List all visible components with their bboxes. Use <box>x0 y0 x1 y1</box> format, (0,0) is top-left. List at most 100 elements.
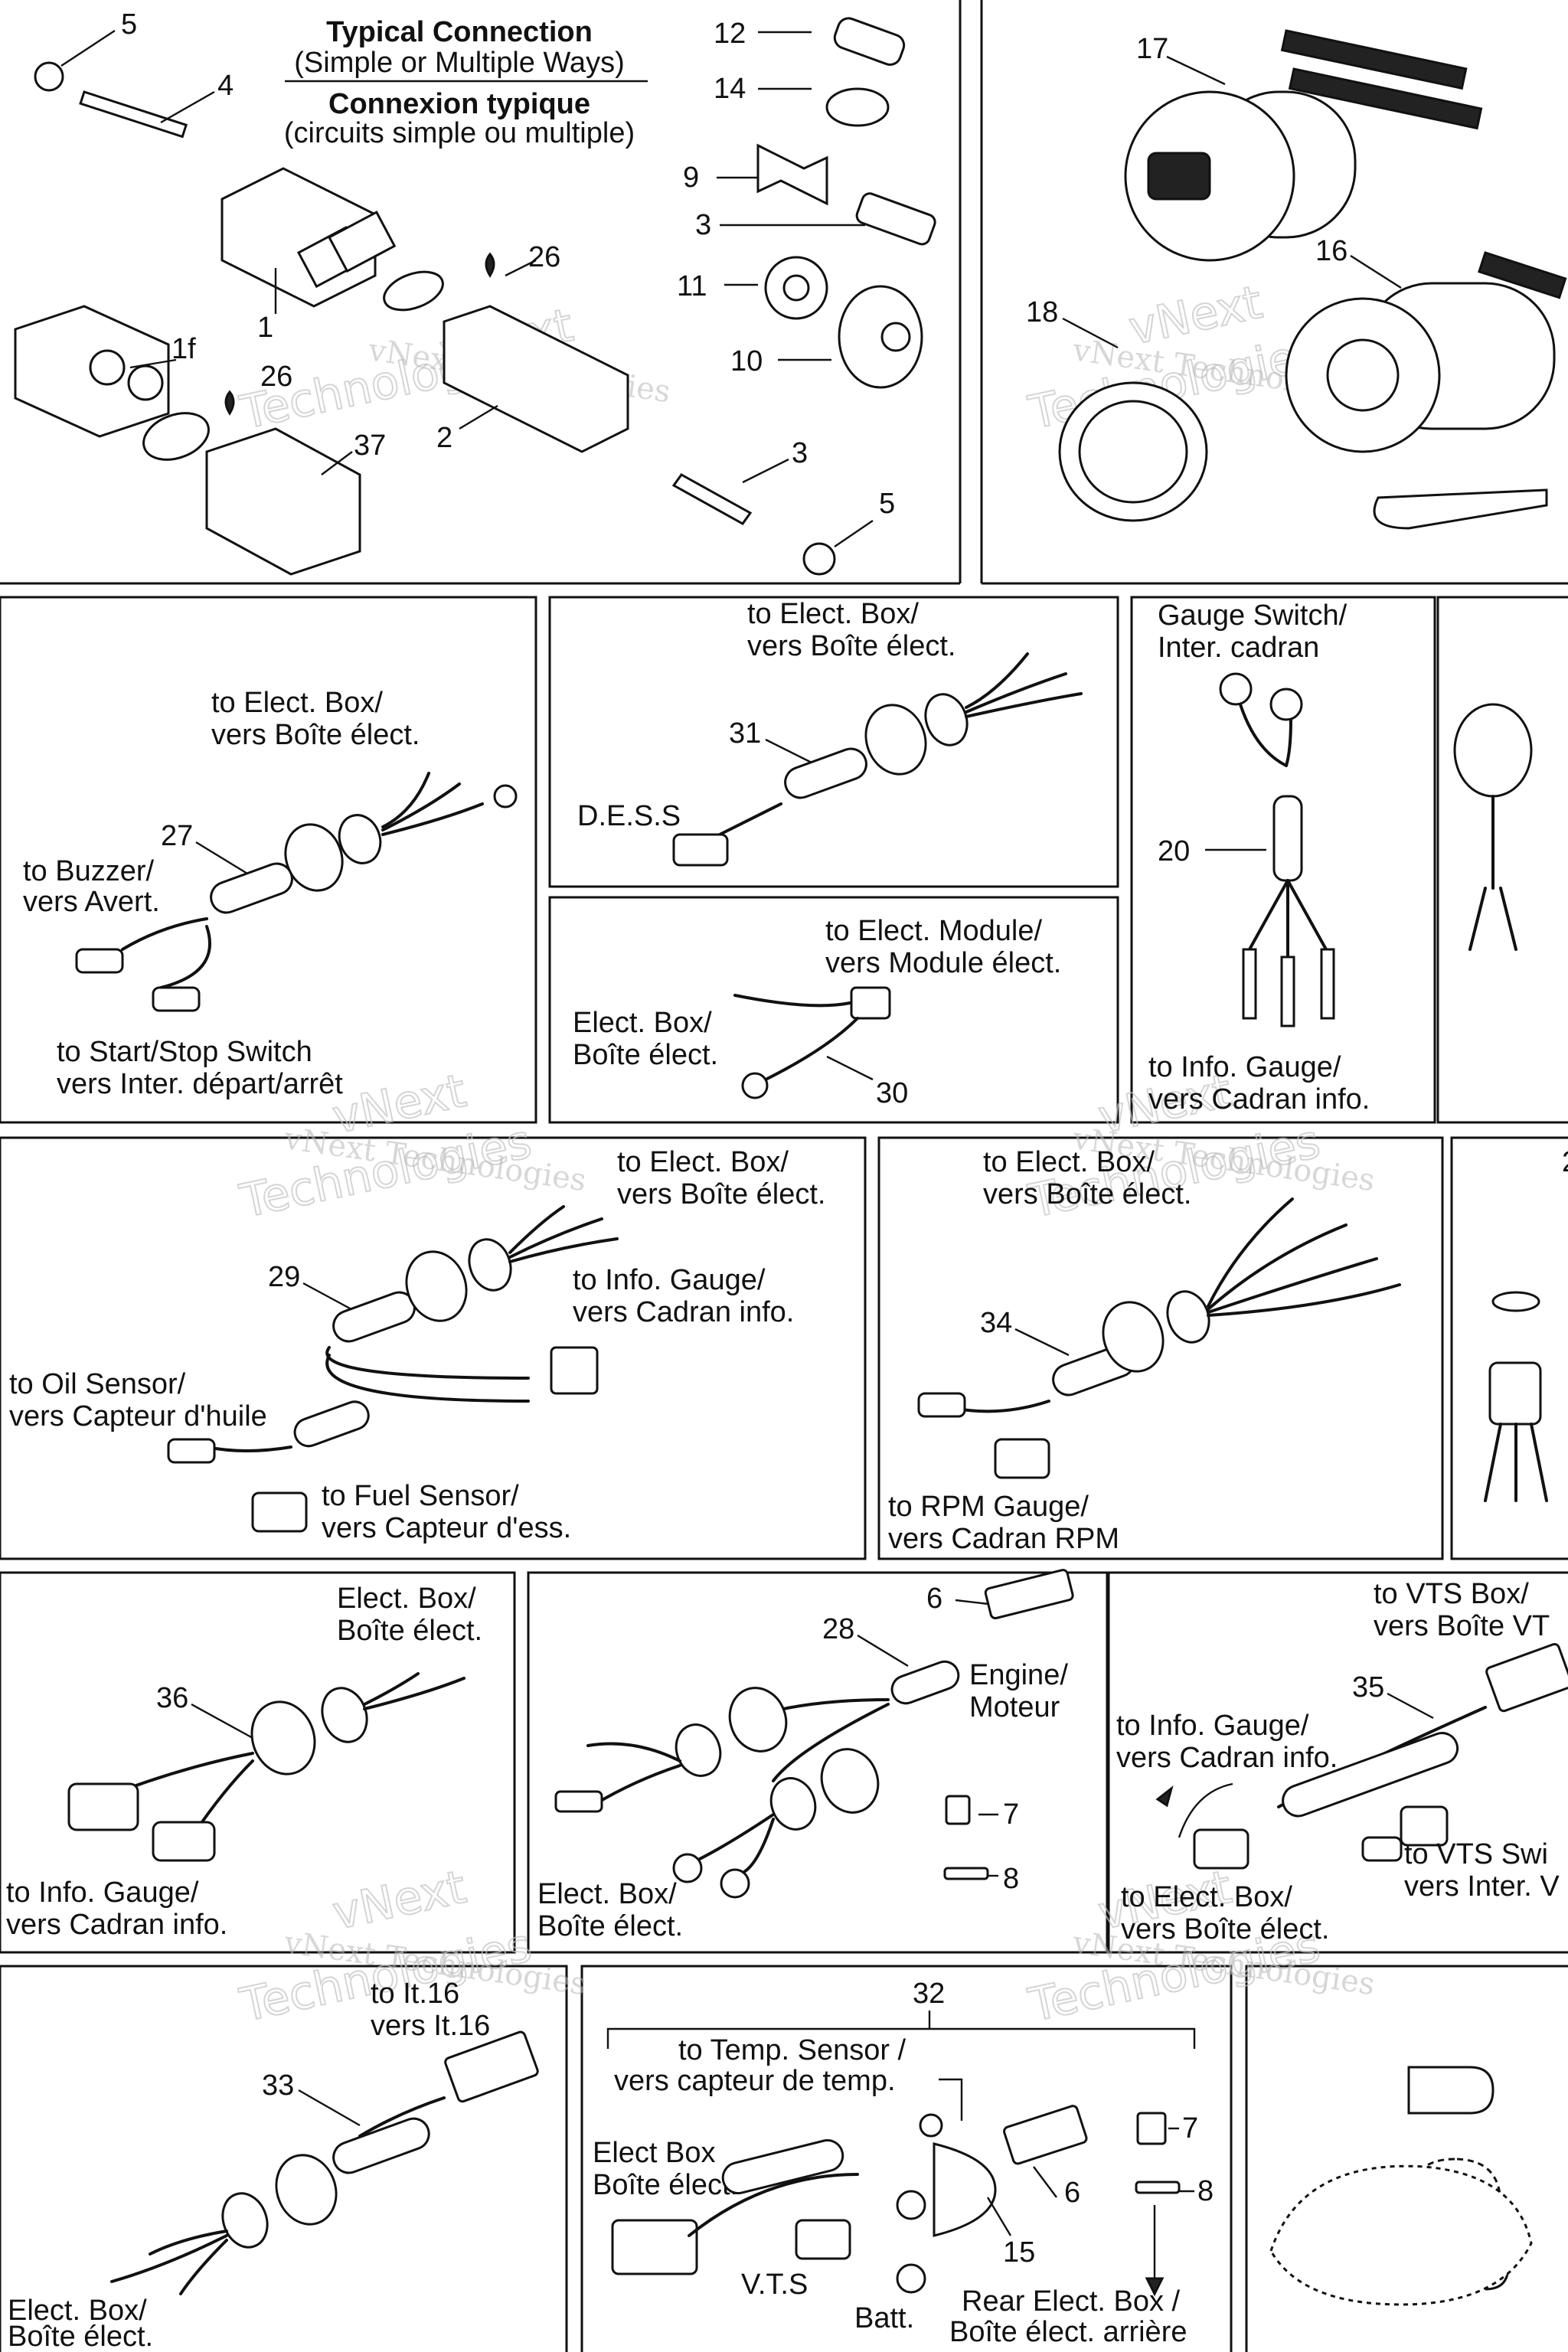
label-32-temp-en: to Temp. Sensor / <box>678 2034 906 2066</box>
callout-12: 12 <box>714 18 746 50</box>
label-29-info-fr: vers Cadran info. <box>573 1296 794 1328</box>
label-28-box-en: Elect. Box/ <box>537 1878 677 1910</box>
callout-4: 4 <box>217 70 234 102</box>
callout-17: 17 <box>1136 33 1168 65</box>
label-29-oil-en: to Oil Sensor/ <box>9 1368 186 1400</box>
callout-37: 37 <box>354 430 386 462</box>
label-35-vts-en: to VTS Box/ <box>1374 1578 1529 1610</box>
label-33-box-en: Elect. Box/ <box>8 2295 147 2327</box>
label-32-batt: Batt. <box>854 2302 914 2334</box>
label-32-vts: V.T.S <box>741 2269 808 2301</box>
label-27-switch-fr: vers Inter. départ/arrêt <box>57 1068 343 1100</box>
harness-27-panel: to Elect. Box/ vers Boîte élect. 27 to B… <box>23 687 518 1100</box>
label-36-box-en: Elect. Box/ <box>337 1583 476 1615</box>
seal-part <box>34 61 64 92</box>
gauge-panel: 17 16 18 <box>1026 29 1567 530</box>
harness-28-panel: 6 28 Engine/ Moteur 7 8 Elect. Box/ Boît… <box>537 1569 1074 1942</box>
harness-34-panel: to Elect. Box/ vers Boîte élect. 34 to R… <box>888 1146 1401 1555</box>
label-34-box-fr: vers Boîte élect. <box>983 1178 1191 1210</box>
callout-7b: 7 <box>1182 2112 1198 2145</box>
label-27-box-en: to Elect. Box/ <box>211 687 383 719</box>
harness-35-panel: to VTS Box/ vers Boîte VT 35 to Info. Ga… <box>1116 1578 1568 1945</box>
callout-30: 30 <box>876 1077 908 1109</box>
label-27-switch-en: to Start/Stop Switch <box>57 1036 312 1068</box>
label-32-rear-en: Rear Elect. Box / <box>962 2285 1181 2318</box>
callout-20: 20 <box>1158 835 1190 867</box>
label-36-info-en: to Info. Gauge/ <box>6 1877 199 1909</box>
label-34-rpm-fr: vers Cadran RPM <box>888 1523 1119 1555</box>
label-27-buzzer-fr: vers Avert. <box>23 886 160 918</box>
label-35-box-fr: vers Boîte élect. <box>1121 1913 1329 1945</box>
label-36-info-fr: vers Cadran info. <box>6 1909 227 1941</box>
label-35-info-en: to Info. Gauge/ <box>1116 1710 1309 1742</box>
label-28-engine-en: Engine/ <box>969 1659 1068 1691</box>
callout-8b: 8 <box>1197 2175 1214 2207</box>
label-34-box-en: to Elect. Box/ <box>983 1146 1155 1178</box>
harness-29-panel: to Elect. Box/ vers Boîte élect. to Info… <box>9 1146 825 1544</box>
callout-26b: 26 <box>260 361 292 393</box>
callout-32: 32 <box>913 1978 945 2010</box>
label-35-box-en: to Elect. Box/ <box>1121 1881 1292 1913</box>
callout-14: 14 <box>714 73 746 105</box>
label-35-info-fr: vers Cadran info. <box>1116 1742 1338 1774</box>
typical-connection-panel: Typical Connection (Simple or Multiple W… <box>14 8 936 576</box>
label-35-switch-en: to VTS Swi <box>1404 1838 1548 1870</box>
callout-29: 29 <box>268 1261 300 1293</box>
harness-33-panel: to It.16 vers It.16 33 Elect. Box/ Boîte… <box>8 1978 539 2352</box>
label-35-vts-fr: vers Boîte VT <box>1374 1610 1550 1642</box>
label-27-buzzer-en: to Buzzer/ <box>23 855 155 887</box>
callout-10: 10 <box>730 345 763 377</box>
gauge-switch-20-panel: Gauge Switch/ Inter. cadran 20 to Info. … <box>1148 599 1370 1116</box>
label-32-box-fr: Boîte élect. <box>593 2169 738 2201</box>
harness-32-panel: 32 to Temp. Sensor / vers capteur de tem… <box>593 1978 1214 2348</box>
label-33-box-fr: Boîte élect. <box>8 2321 153 2352</box>
callout-36: 36 <box>156 1682 188 1714</box>
label-30-module-en: to Elect. Module/ <box>825 915 1042 947</box>
callout-2: 2 <box>436 422 452 454</box>
callout-15: 15 <box>1003 2236 1035 2269</box>
callout-34: 34 <box>980 1307 1012 1339</box>
label-33-it-en: to It.16 <box>371 1978 459 2010</box>
callout-5: 5 <box>121 8 137 41</box>
harness-36-panel: Elect. Box/ Boîte élect. 36 to Info. Gau… <box>6 1583 482 1941</box>
label-33-it-fr: vers It.16 <box>371 2010 490 2042</box>
label-36-box-fr: Boîte élect. <box>337 1615 482 1647</box>
callout-9: 9 <box>683 162 699 194</box>
label-30-box-en: Elect. Box/ <box>573 1007 712 1039</box>
callout-3c: 3 <box>695 209 711 241</box>
callout-1f: 1f <box>172 333 196 365</box>
callout-6: 6 <box>926 1583 942 1615</box>
label-34-rpm-en: to RPM Gauge/ <box>888 1491 1089 1523</box>
label-29-oil-fr: vers Capteur d'huile <box>9 1400 267 1432</box>
watermark-next: vNext <box>328 1860 471 1941</box>
callout-33: 33 <box>262 2069 294 2102</box>
callout-35: 35 <box>1352 1671 1384 1704</box>
callout-1: 1 <box>257 312 273 344</box>
typical-connection-subtitle: (Simple or Multiple Ways) <box>294 47 624 79</box>
callout-6b: 6 <box>1064 2177 1080 2209</box>
callout-5b: 5 <box>879 488 895 520</box>
callout-28: 28 <box>822 1613 854 1645</box>
harness-30-panel: to Elect. Module/ vers Module élect. Ele… <box>573 915 1061 1109</box>
label-29-box-en: to Elect. Box/ <box>617 1146 789 1178</box>
callout-27: 27 <box>161 820 193 852</box>
label-32-box-en: Elect Box <box>593 2137 716 2169</box>
callout-18: 18 <box>1026 296 1058 328</box>
label-31-dess: D.E.S.S <box>577 800 681 832</box>
label-28-engine-fr: Moteur <box>969 1691 1060 1723</box>
label-30-box-fr: Boîte élect. <box>573 1039 718 1071</box>
callout-16: 16 <box>1315 235 1348 267</box>
callout-31: 31 <box>729 717 761 750</box>
label-31-box-fr: vers Boîte élect. <box>747 630 956 662</box>
label-29-fuel-en: to Fuel Sensor/ <box>322 1480 519 1512</box>
label-20-switch-fr: Inter. cadran <box>1158 632 1319 664</box>
label-27-box-fr: vers Boîte élect. <box>211 719 420 751</box>
label-20-info-en: to Info. Gauge/ <box>1148 1051 1341 1083</box>
callout-7: 7 <box>1003 1798 1019 1831</box>
bottom-right-panel <box>1269 2066 1533 2306</box>
label-35-switch-fr: vers Inter. V <box>1404 1870 1560 1903</box>
label-29-box-fr: vers Boîte élect. <box>617 1178 825 1210</box>
callout-11: 11 <box>677 270 707 302</box>
